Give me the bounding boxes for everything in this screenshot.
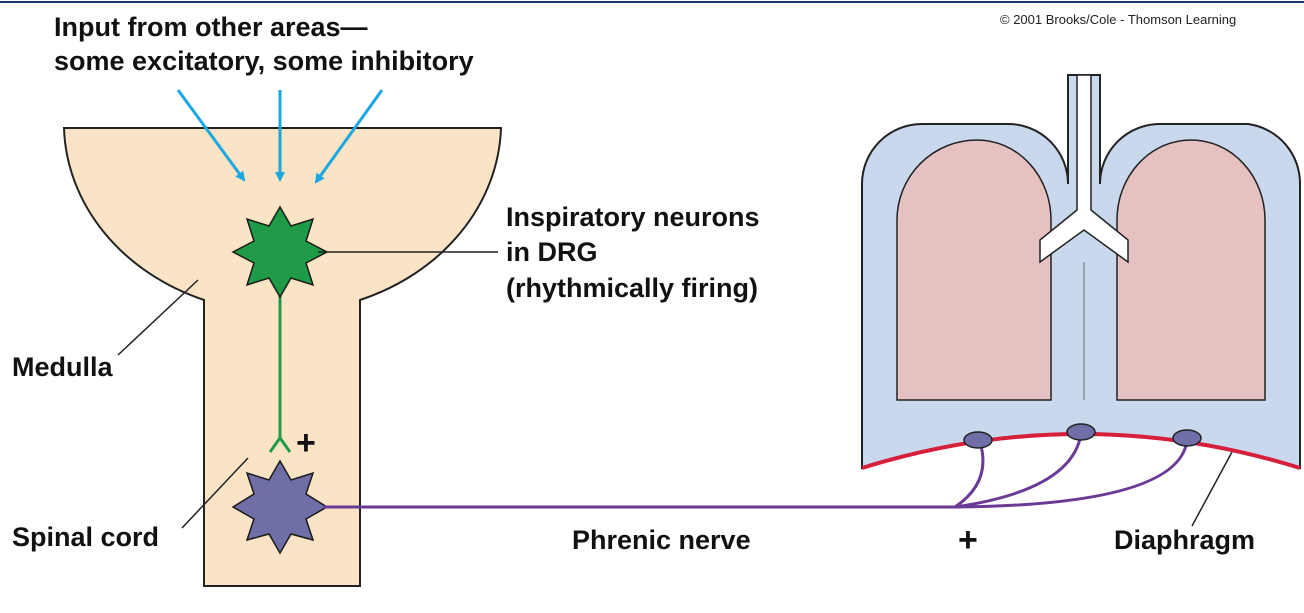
phrenic-nerve-label: Phrenic nerve — [572, 525, 751, 555]
endplate-2 — [1067, 424, 1095, 440]
excitatory-plus-spinal: + — [296, 424, 316, 462]
nerve-branch-3 — [955, 440, 1187, 507]
motor-neuron — [233, 461, 327, 553]
endplate-1 — [964, 432, 992, 448]
right-lung — [1117, 140, 1265, 400]
input-label-line1: Input from other areas— — [54, 12, 368, 42]
excitatory-plus-phrenic: + — [958, 521, 978, 559]
medulla-leader-line — [118, 280, 198, 355]
drg-neuron — [233, 207, 327, 297]
diaphragm-leader-line — [1192, 452, 1232, 526]
endplate-3 — [1173, 430, 1201, 446]
spinal-cord-label: Spinal cord — [12, 522, 159, 552]
drg-label-line3: (rhythmically firing) — [506, 273, 758, 303]
medulla-label: Medulla — [12, 352, 113, 382]
input-label-line2: some excitatory, some inhibitory — [54, 46, 474, 76]
nerve-branch-1 — [955, 442, 983, 507]
left-lung — [897, 140, 1051, 400]
copyright-text: © 2001 Brooks/Cole - Thomson Learning — [1000, 12, 1236, 27]
drg-label-line1: Inspiratory neurons — [506, 202, 760, 232]
diaphragm-label: Diaphragm — [1114, 525, 1255, 555]
drg-label-line2: in DRG — [506, 237, 598, 267]
